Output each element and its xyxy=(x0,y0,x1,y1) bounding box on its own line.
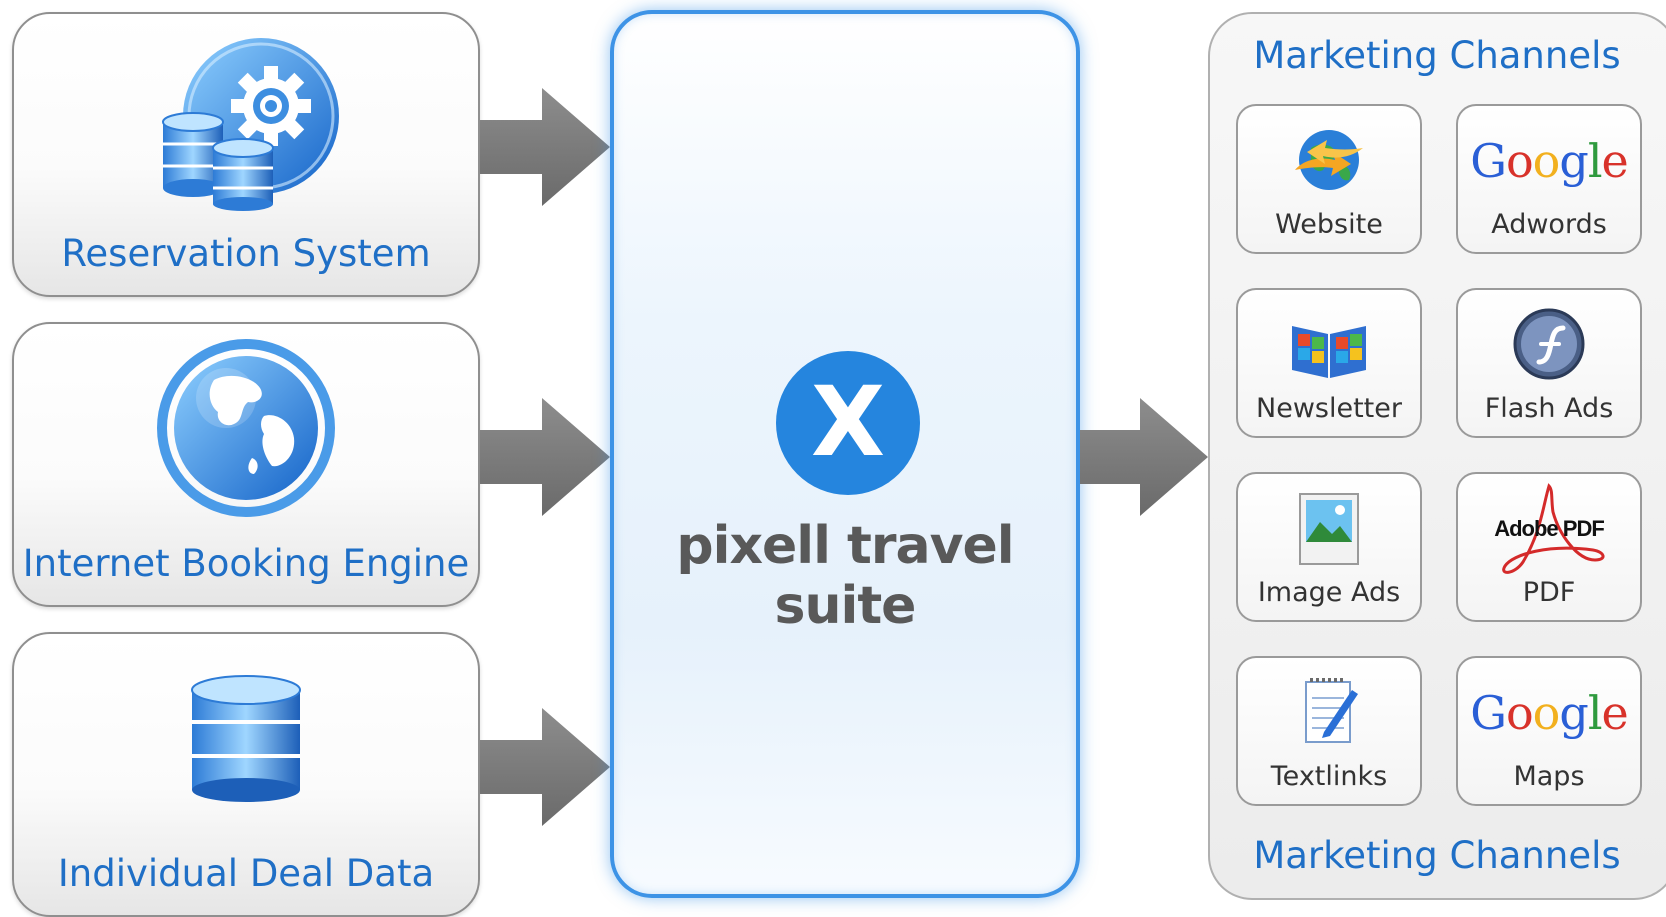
source-label: Internet Booking Engine xyxy=(22,542,470,585)
google-letter: G xyxy=(1470,686,1507,740)
channel-textlinks: Textlinks xyxy=(1236,656,1422,806)
source-label: Reservation System xyxy=(61,232,431,275)
globe-icon xyxy=(156,338,336,522)
google-letter: l xyxy=(1587,134,1603,188)
google-logo-icon: Google xyxy=(1458,686,1640,740)
arrow-icon xyxy=(480,398,610,516)
source-label: Individual Deal Data xyxy=(57,852,435,895)
google-letter: g xyxy=(1559,134,1588,188)
google-letter: o xyxy=(1505,134,1534,188)
arrow-icon xyxy=(1080,398,1208,516)
channel-label: Newsletter xyxy=(1256,393,1402,424)
marketing-channels-panel: Marketing Channels Website Google Adword… xyxy=(1208,12,1666,900)
pixell-travel-suite-panel: X pixell travel suite xyxy=(610,10,1080,898)
marketing-title-top: Marketing Channels xyxy=(1253,34,1621,77)
adobe-pdf-icon: Adobe PDF xyxy=(1489,482,1609,584)
google-letter: G xyxy=(1470,134,1507,188)
notepad-pen-icon xyxy=(1294,672,1364,756)
channel-flash-ads: Flash Ads xyxy=(1456,288,1642,438)
arrow-icon xyxy=(480,88,610,206)
newsletter-book-icon xyxy=(1284,304,1374,388)
google-logo-icon: Google xyxy=(1458,134,1640,188)
channel-label: Maps xyxy=(1513,761,1585,792)
google-letter: e xyxy=(1601,134,1629,188)
google-letter: o xyxy=(1505,686,1534,740)
google-letter: o xyxy=(1532,686,1561,740)
adobe-pdf-logo-text: Adobe PDF xyxy=(1494,516,1605,541)
brand-name: pixell travel suite xyxy=(676,516,1014,636)
source-reservation-system: Reservation System xyxy=(12,12,480,297)
image-icon xyxy=(1294,488,1364,572)
channel-maps: Google Maps xyxy=(1456,656,1642,806)
channel-pdf: Adobe PDF PDF xyxy=(1456,472,1642,622)
arrow-icon xyxy=(480,708,610,826)
channel-image-ads: Image Ads xyxy=(1236,472,1422,622)
google-letter: o xyxy=(1532,134,1561,188)
channel-label: PDF xyxy=(1522,577,1576,608)
channel-website: Website xyxy=(1236,104,1422,254)
flash-icon xyxy=(1509,304,1589,388)
marketing-title-bottom: Marketing Channels xyxy=(1253,834,1621,877)
channel-label: Textlinks xyxy=(1270,761,1388,792)
channel-adwords: Google Adwords xyxy=(1456,104,1642,254)
globe-arrows-icon xyxy=(1289,120,1369,204)
google-letter: e xyxy=(1601,686,1629,740)
google-letter: g xyxy=(1559,686,1588,740)
channel-label: Website xyxy=(1275,209,1383,240)
channel-newsletter: Newsletter xyxy=(1236,288,1422,438)
google-letter: l xyxy=(1587,686,1603,740)
channel-label: Adwords xyxy=(1491,209,1607,240)
logo-letter: X xyxy=(810,366,885,478)
channel-label: Image Ads xyxy=(1257,577,1401,608)
source-internet-booking-engine: Internet Booking Engine xyxy=(12,322,480,607)
pixell-logo: X xyxy=(776,351,920,495)
source-individual-deal-data: Individual Deal Data xyxy=(12,632,480,917)
channel-label: Flash Ads xyxy=(1484,393,1614,424)
gear-database-icon xyxy=(151,26,341,215)
database-icon xyxy=(186,674,306,808)
